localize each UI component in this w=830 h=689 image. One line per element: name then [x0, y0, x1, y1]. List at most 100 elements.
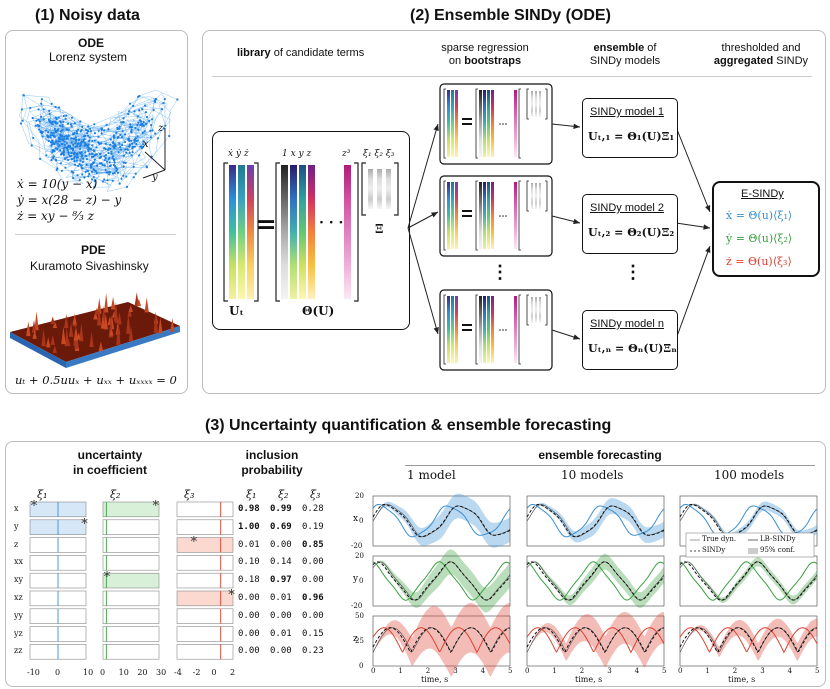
lorenz-point	[73, 137, 76, 140]
forecast-true-line	[679, 504, 818, 538]
lorenz-point	[37, 125, 41, 128]
forecast-xtick: 2	[579, 667, 585, 675]
theta-column	[281, 165, 288, 299]
forecast-xtick: 4	[787, 667, 793, 675]
unc-cell	[176, 501, 234, 518]
lorenz-point	[44, 129, 48, 132]
lorenz-point	[42, 108, 45, 111]
forecast-sindy-line	[526, 627, 665, 654]
bootstrap-xi-col	[535, 183, 537, 209]
lorenz-point	[53, 135, 56, 138]
unc-row-label: xy	[14, 575, 24, 585]
lorenz-point	[73, 155, 76, 158]
label-Ut: Uₜ	[229, 304, 244, 318]
forecast-sindy-line	[526, 503, 665, 538]
lorenz-point	[138, 109, 141, 112]
bootstrap-xi-bracket-r	[545, 180, 548, 212]
forecast-xtick: 2	[425, 667, 431, 675]
bootstrap-xi-bracket	[526, 294, 529, 326]
ks-ridge	[26, 321, 31, 337]
label-Theta: Θ(U)	[302, 304, 335, 318]
bootstrap-xi-col	[531, 183, 533, 209]
ks-side-right	[66, 326, 180, 368]
forecast-ytick: 0	[359, 662, 364, 670]
forecast-title: ensemble forecasting	[538, 448, 662, 462]
lorenz-point	[149, 129, 152, 132]
lorenz-point	[51, 134, 54, 137]
lorenz-point	[78, 178, 81, 182]
forecast-xtick: 5	[662, 667, 667, 675]
ks-ridge	[34, 311, 39, 331]
lorenz-point	[80, 155, 83, 158]
lorenz-point	[101, 163, 104, 166]
bootstrap-ut-col	[455, 90, 458, 157]
arrow-to-bootstrap-2-head	[431, 212, 438, 218]
lorenz-point	[132, 104, 135, 108]
lorenz-point	[79, 141, 83, 144]
forecast-lb-sindy-line	[679, 561, 818, 601]
bootstrap-theta-z3	[514, 296, 517, 363]
lorenz-point	[82, 157, 85, 160]
esindy-title: E-SINDy	[741, 188, 784, 200]
inclusion-value: 0.00	[238, 646, 260, 657]
lorenz-point	[117, 151, 120, 154]
inclusion-value: 0.18	[238, 575, 260, 586]
esindy-box	[712, 181, 820, 277]
lorenz-point	[50, 102, 53, 105]
unc-cell	[176, 590, 234, 607]
forecast-frame	[526, 615, 665, 667]
bootstrap-dot	[499, 329, 501, 331]
forecast-frame	[372, 495, 511, 547]
lorenz-point	[119, 146, 122, 149]
panel2-header-rule	[212, 76, 812, 77]
lorenz-point	[70, 125, 73, 128]
inclusion-value: 0.99	[270, 504, 292, 514]
theta-matrix-right-bracket	[354, 162, 359, 302]
lorenz-point	[130, 130, 133, 133]
lorenz-point	[100, 132, 103, 135]
lorenz-point	[61, 125, 64, 128]
unc-row-label: x	[14, 504, 19, 513]
ks-ridge	[144, 297, 149, 313]
lorenz-point	[133, 110, 136, 113]
lorenz-point	[75, 159, 78, 162]
lorenz-point	[53, 127, 57, 130]
unc-tick: 20	[137, 668, 148, 677]
forecast-sindy-line	[372, 503, 511, 538]
forecast-sindy-line	[372, 561, 511, 601]
lorenz-point	[93, 123, 96, 126]
theta-column	[299, 165, 306, 299]
lorenz-point	[62, 114, 65, 118]
forecast-ytick: 0	[359, 577, 364, 585]
forecast-row-label: y	[353, 574, 359, 584]
bootstrap-theta-col	[491, 90, 494, 157]
lorenz-point	[61, 128, 64, 131]
lorenz-point	[96, 164, 99, 167]
inclusion-value: 0.23	[302, 646, 324, 657]
inclusion-value: 0.97	[270, 575, 292, 586]
unc-tick: -2	[192, 668, 201, 677]
col1-heading: library of candidate terms	[237, 47, 364, 59]
ks-ridge	[128, 325, 134, 342]
lorenz-point	[76, 156, 79, 159]
lorenz-point	[124, 148, 127, 151]
lorenz-point	[132, 176, 135, 179]
lorenz-point	[89, 165, 93, 168]
lorenz-point	[139, 120, 143, 123]
lorenz-point	[83, 138, 86, 141]
lorenz-point	[138, 94, 141, 98]
esindy-eq-3: ż = Θ(u)⟨ξ₃⟩	[726, 255, 792, 268]
unc-cell	[102, 555, 160, 571]
library-dots: · · ·	[319, 215, 344, 231]
lorenz-point	[84, 170, 87, 173]
lorenz-point	[79, 159, 82, 162]
bootstrap-dot	[505, 215, 507, 217]
lorenz-point	[63, 140, 66, 143]
lorenz-point	[103, 164, 106, 167]
ut-matrix-left-bracket	[223, 162, 228, 302]
lorenz-point	[100, 127, 103, 130]
lorenz-point	[52, 132, 55, 135]
inclusion-value: 0.96	[302, 593, 324, 603]
lorenz-point	[55, 140, 58, 143]
lorenz-point	[117, 135, 120, 138]
